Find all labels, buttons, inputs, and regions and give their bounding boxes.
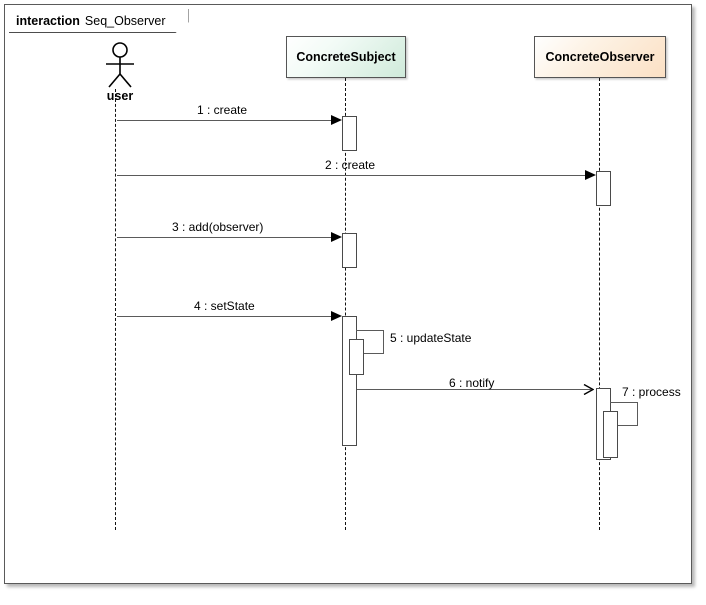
- activation-observer-create: [596, 171, 611, 206]
- participant-concrete-subject-label: ConcreteSubject: [296, 50, 396, 64]
- lifeline-concrete-subject: [345, 78, 346, 530]
- participant-concrete-subject[interactable]: ConcreteSubject: [286, 36, 406, 78]
- actor-user-label: user: [106, 89, 134, 103]
- message-6-arrowhead: [583, 384, 594, 395]
- interaction-frame: interaction Seq_Observer user ConcreteSu…: [4, 4, 692, 584]
- lifeline-user: [115, 89, 116, 530]
- message-1-label: 1 : create: [197, 103, 248, 117]
- activation-observer-process: [603, 411, 618, 458]
- message-4-line: [117, 316, 333, 317]
- message-3-label: 3 : add(observer): [172, 220, 264, 234]
- message-2-arrowhead: [585, 170, 596, 180]
- message-5-segment-right: [383, 330, 384, 354]
- frame-name: Seq_Observer: [84, 13, 166, 28]
- participant-concrete-observer[interactable]: ConcreteObserver: [534, 36, 666, 78]
- message-5-segment-bottom: [363, 353, 384, 354]
- participant-concrete-observer-label: ConcreteObserver: [545, 50, 655, 64]
- message-1-line: [117, 120, 333, 121]
- message-4-arrowhead: [331, 311, 342, 321]
- activation-subject-create: [342, 116, 357, 151]
- message-3-arrowhead: [331, 232, 342, 242]
- activation-subject-updatestate: [349, 339, 364, 375]
- message-5-segment-top: [356, 330, 384, 331]
- activation-subject-add: [342, 233, 357, 268]
- message-7-segment-bottom: [617, 425, 638, 426]
- frame-keyword: interaction: [16, 13, 80, 28]
- message-5-label: 5 : updateState: [390, 331, 472, 345]
- actor-figure-icon: [106, 42, 134, 88]
- message-1-arrowhead: [331, 115, 342, 125]
- message-3-line: [117, 237, 333, 238]
- activation-subject-setstate: [342, 316, 357, 446]
- message-6-line: [357, 389, 591, 390]
- lifeline-concrete-observer: [599, 78, 600, 530]
- actor-user[interactable]: [96, 42, 144, 90]
- message-4-label: 4 : setState: [194, 299, 255, 313]
- message-6-label: 6 : notify: [449, 376, 495, 390]
- message-2-line: [117, 175, 587, 176]
- interaction-frame-header: interaction Seq_Observer: [9, 9, 189, 33]
- message-7-label: 7 : process: [622, 385, 681, 399]
- message-7-segment-top: [610, 402, 638, 403]
- message-7-segment-right: [637, 402, 638, 426]
- message-2-label: 2 : create: [325, 158, 376, 172]
